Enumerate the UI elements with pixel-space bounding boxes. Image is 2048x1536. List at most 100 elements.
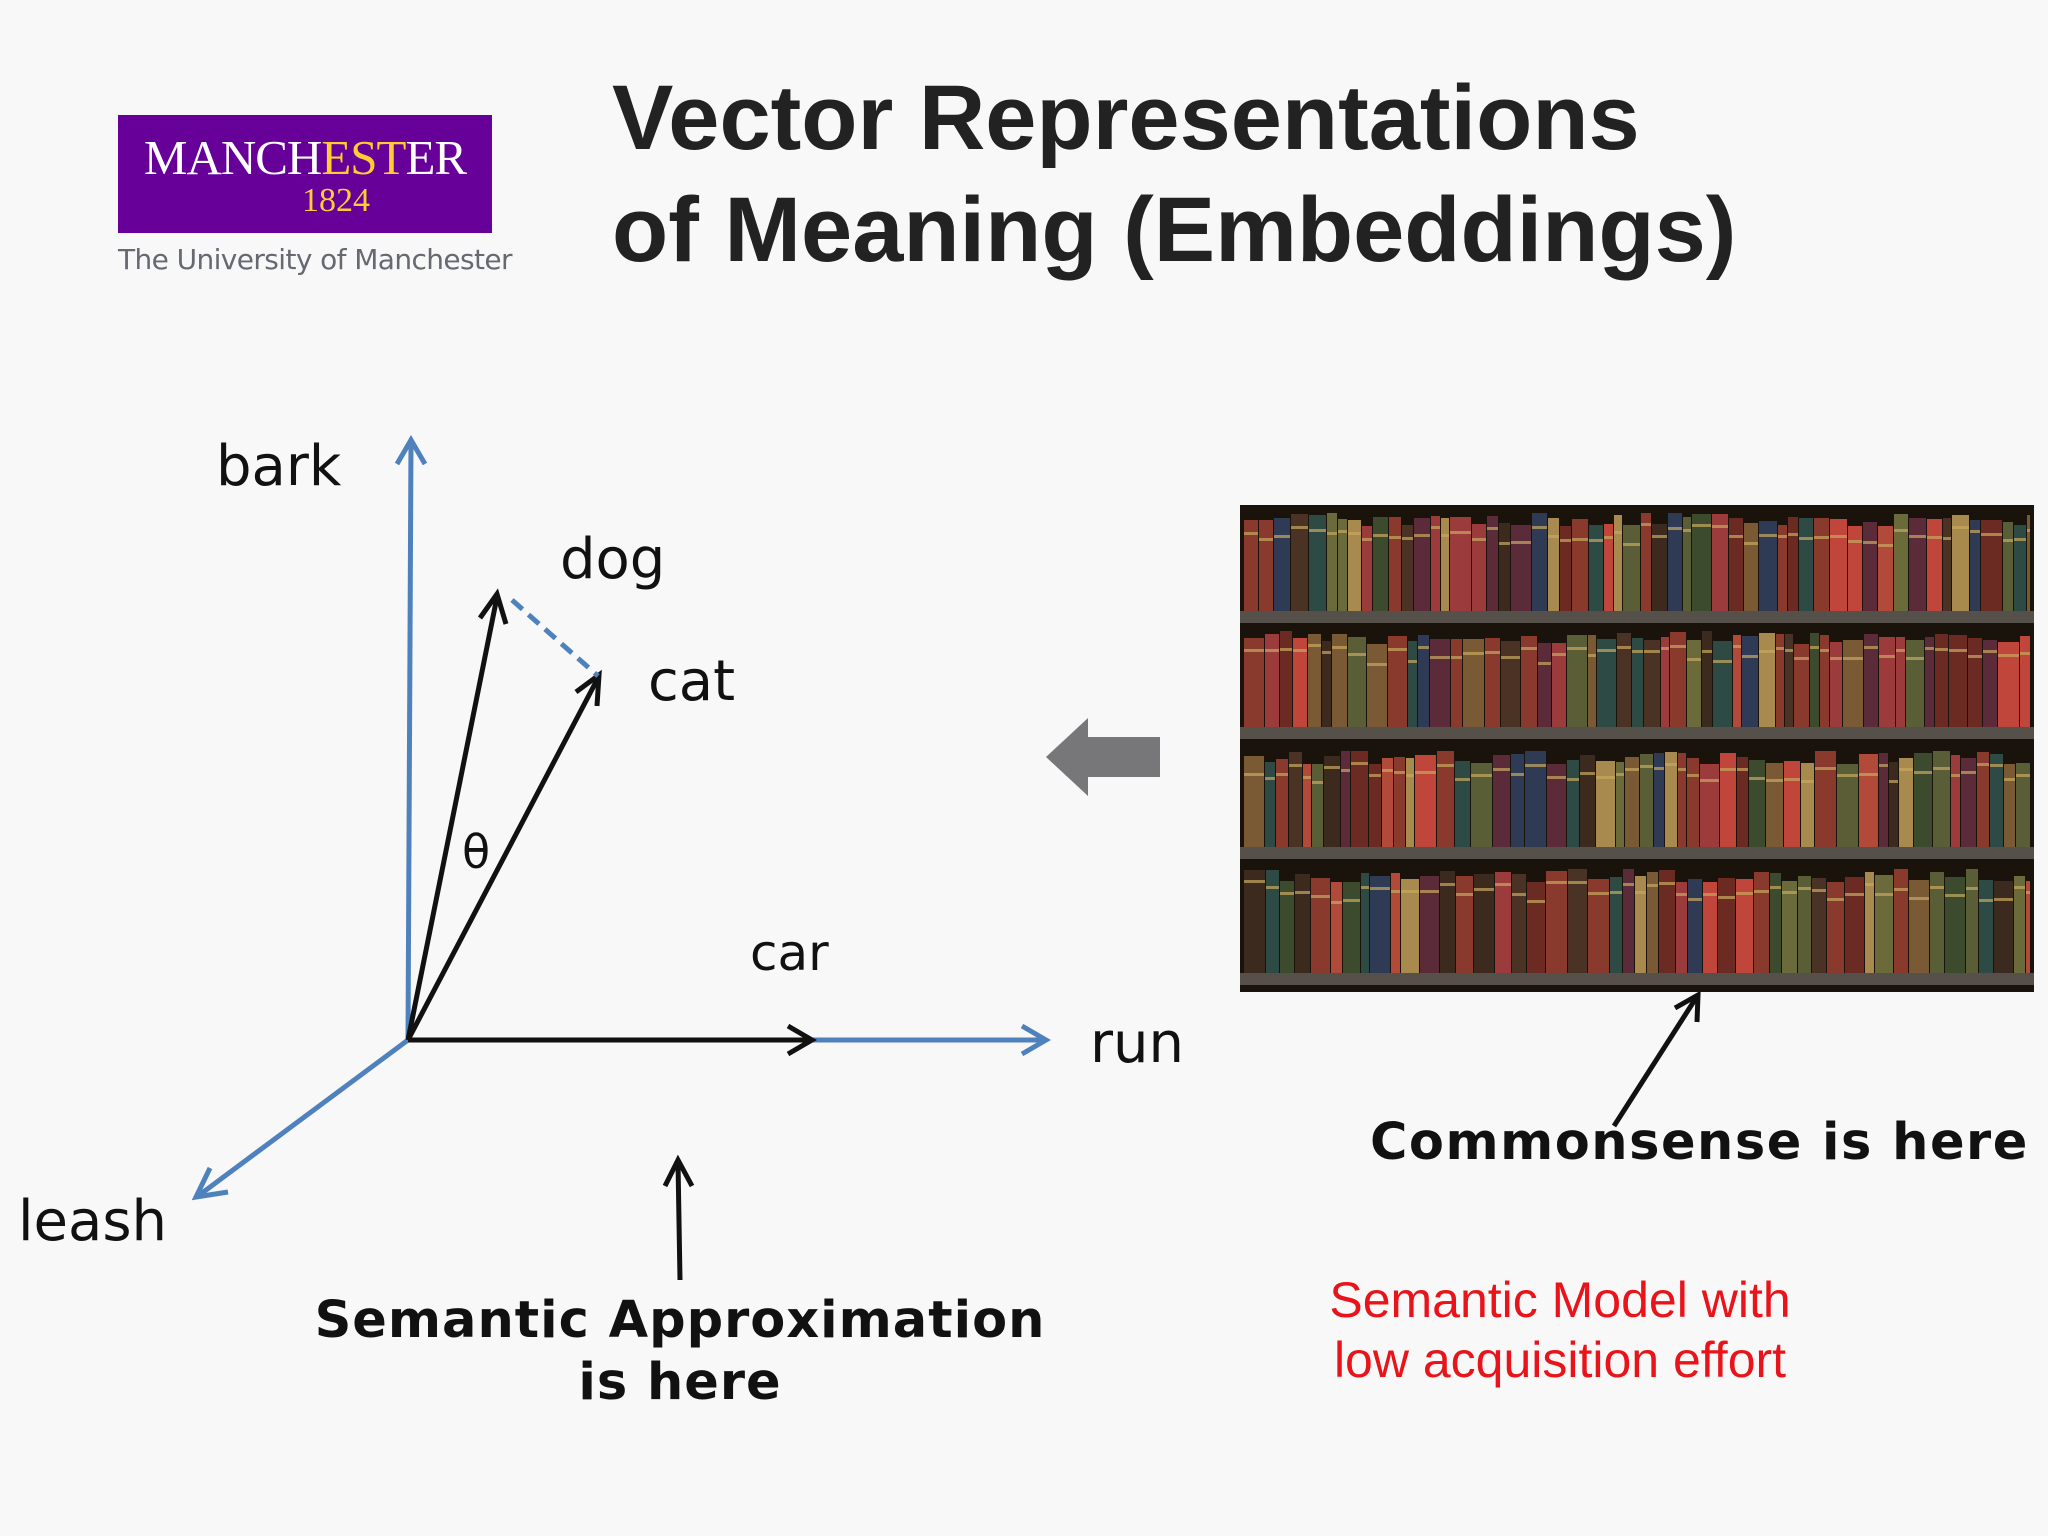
book-gilt-band xyxy=(1308,644,1321,647)
book-gilt-band xyxy=(1560,539,1571,542)
book-spine xyxy=(1546,871,1567,973)
university-logo: MANCHESTER 1824 The University of Manche… xyxy=(118,115,513,276)
book-spine xyxy=(2027,515,2030,611)
book-spine xyxy=(1420,876,1439,973)
book-gilt-band xyxy=(1367,663,1387,666)
book-gilt-band xyxy=(1431,526,1440,529)
book-gilt-band xyxy=(1546,881,1567,884)
book-spine xyxy=(1567,635,1587,727)
book-gilt-band xyxy=(1703,893,1717,896)
book-spine xyxy=(1511,525,1531,611)
book-spine xyxy=(1845,877,1864,973)
book-gilt-band xyxy=(1785,649,1793,652)
book-spine xyxy=(1511,754,1524,847)
book-spine xyxy=(1925,637,1934,727)
book-spine xyxy=(1968,638,1982,727)
book-gilt-band xyxy=(1276,773,1288,776)
shelf-board xyxy=(1240,727,2034,739)
book-gilt-band xyxy=(1614,531,1622,534)
book-spine xyxy=(1977,752,1989,847)
book-gilt-band xyxy=(1331,901,1342,904)
book-gilt-band xyxy=(1812,889,1826,892)
book-gilt-band xyxy=(1420,890,1439,893)
book-gilt-band xyxy=(1441,534,1449,537)
book-spine xyxy=(1863,522,1877,611)
book-spine xyxy=(1659,870,1675,973)
book-spine xyxy=(1754,872,1769,973)
book-spine xyxy=(1391,873,1400,973)
book-gilt-band xyxy=(2020,652,2030,655)
book-gilt-band xyxy=(1943,537,1951,540)
book-gilt-band xyxy=(1990,764,2003,767)
cat-vector xyxy=(405,669,602,1042)
book-gilt-band xyxy=(1894,888,1908,891)
book-spine xyxy=(1596,761,1615,847)
book-gilt-band xyxy=(1471,774,1492,777)
book-gilt-band xyxy=(1933,767,1950,770)
book-spine xyxy=(1814,518,1829,611)
book-spine xyxy=(1640,754,1653,847)
book-spine xyxy=(1401,879,1419,973)
book-gilt-band xyxy=(1782,891,1797,894)
book-spine xyxy=(1369,764,1381,847)
book-gilt-band xyxy=(1493,768,1510,771)
book-gilt-band xyxy=(2016,774,2030,777)
book-gilt-band xyxy=(1472,538,1486,541)
book-spine xyxy=(1961,758,1976,847)
book-gilt-band xyxy=(1875,893,1893,896)
book-spine xyxy=(1935,634,1948,727)
book-spine xyxy=(1450,517,1471,611)
book-gilt-band xyxy=(1736,892,1753,895)
book-spine xyxy=(1981,520,2002,611)
book-gilt-band xyxy=(1801,780,1814,783)
book-spine xyxy=(1274,518,1290,611)
book-spine xyxy=(1906,640,1924,727)
book-gilt-band xyxy=(1784,778,1800,781)
book-spine xyxy=(1766,763,1783,847)
book-gilt-band xyxy=(1348,532,1361,535)
axis-label-run: run xyxy=(1090,1011,1184,1076)
book-gilt-band xyxy=(1865,883,1874,886)
book-spine xyxy=(1994,881,2013,973)
distance-dashed-line xyxy=(510,598,600,678)
book-spine xyxy=(1820,635,1829,727)
book-spine xyxy=(1952,515,1969,611)
book-spine xyxy=(1280,881,1294,973)
book-spine xyxy=(1589,525,1603,611)
book-spine xyxy=(1332,634,1347,727)
book-spine xyxy=(1632,638,1643,727)
book-spine xyxy=(1889,762,1898,847)
axis-label-bark: bark xyxy=(216,434,342,499)
book-gilt-band xyxy=(1687,774,1699,777)
book-gilt-band xyxy=(1659,882,1675,885)
book-spine xyxy=(1933,751,1950,847)
book-gilt-band xyxy=(1759,534,1777,537)
logo-wordmark-part-end: ER xyxy=(405,130,467,185)
book-gilt-band xyxy=(1511,541,1531,544)
book-spine xyxy=(1244,756,1264,847)
book-gilt-band xyxy=(1572,538,1588,541)
book-spine xyxy=(1737,757,1748,847)
book-spine xyxy=(1635,876,1646,973)
shelf-board xyxy=(1240,611,2034,623)
book-spine xyxy=(1455,761,1470,847)
book-spine xyxy=(1351,751,1368,847)
book-gilt-band xyxy=(1552,653,1566,656)
book-gilt-band xyxy=(1879,764,1888,767)
book-gilt-band xyxy=(1440,883,1455,886)
book-spine xyxy=(1327,513,1337,611)
book-spine xyxy=(1879,753,1888,847)
logo-wordmark-gold-part: EST xyxy=(321,130,406,185)
book-gilt-band xyxy=(1683,529,1691,532)
book-spine xyxy=(1837,764,1858,847)
book-spine xyxy=(1670,632,1686,727)
book-gilt-band xyxy=(1623,883,1634,886)
logo-wordmark: MANCHESTER xyxy=(118,133,492,182)
book-gilt-band xyxy=(1843,657,1863,660)
book-spine xyxy=(1472,524,1486,611)
book-spine xyxy=(1641,513,1651,611)
book-spine xyxy=(1875,875,1893,973)
book-gilt-band xyxy=(1810,646,1819,649)
book-spine xyxy=(1713,641,1732,727)
book-gilt-band xyxy=(1894,529,1908,532)
